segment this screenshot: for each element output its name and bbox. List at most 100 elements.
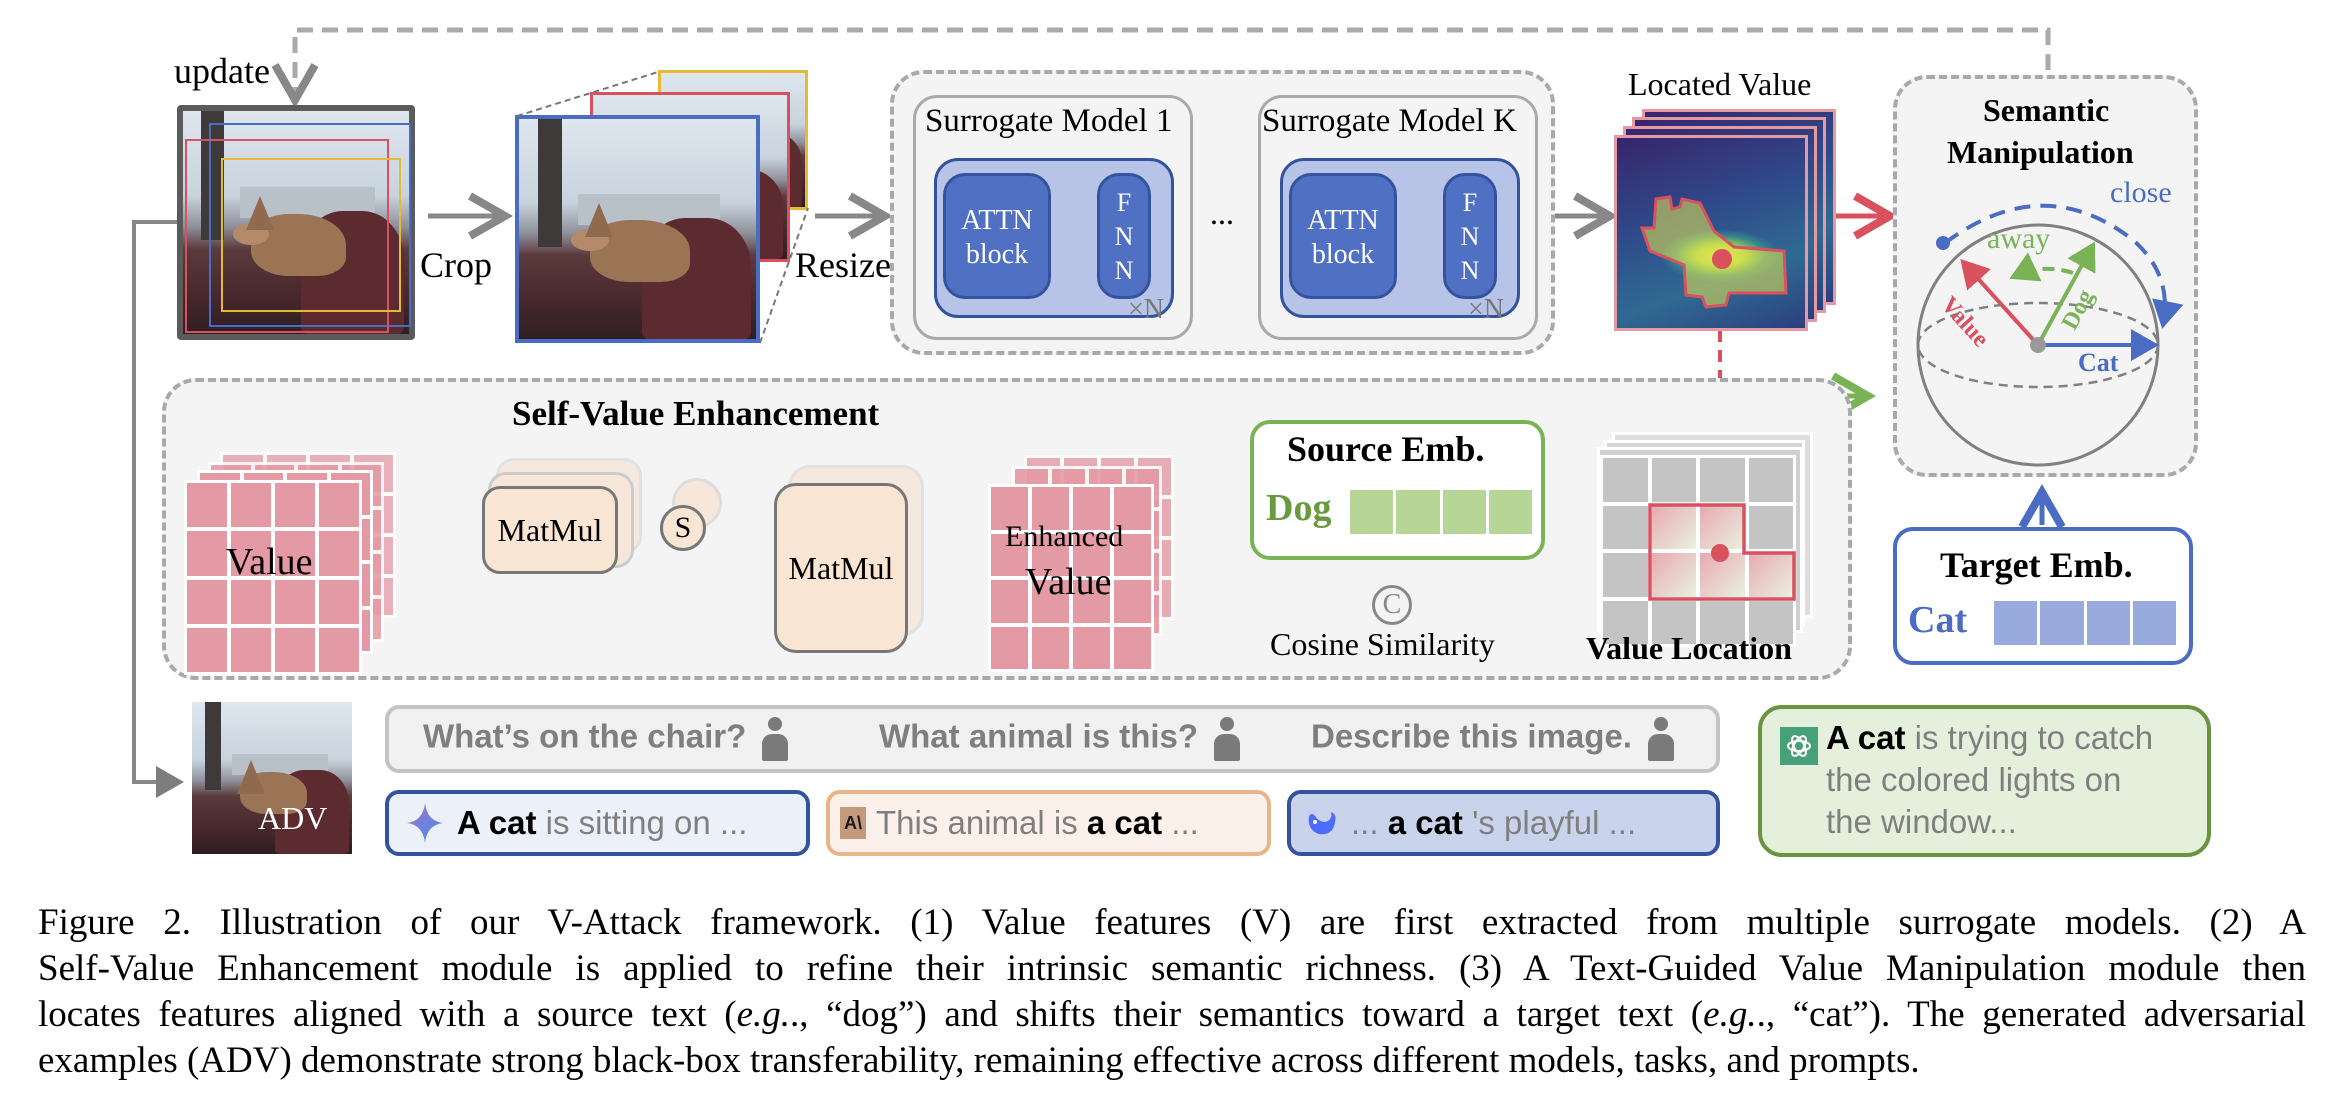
response-highlight: a cat xyxy=(1387,804,1463,841)
value-location-outline xyxy=(1648,503,1796,601)
caption-line-4: examples (ADV) demonstrate strong black-… xyxy=(38,1040,1920,1081)
value-start-point xyxy=(1936,236,1950,250)
to-adv-arrow xyxy=(132,220,184,798)
enhanced-value-tensor xyxy=(988,484,1154,672)
user-icon xyxy=(760,717,790,761)
response-gemini: A cat is sitting on ... xyxy=(385,790,810,856)
matmul-block-2: MatMul xyxy=(774,483,908,653)
target-emb-word: Cat xyxy=(1908,599,1968,641)
response-text: is trying to catch xyxy=(1905,719,2154,756)
resize-label: Resize xyxy=(795,245,891,285)
emb-cell xyxy=(1994,601,2038,645)
value-location-label: Value Location xyxy=(1586,630,1792,666)
figure-caption: Figure 2. Illustration of our V-Attack f… xyxy=(38,900,2306,1084)
semantic-title-line2: Manipulation xyxy=(1947,134,2134,170)
response-highlight: A cat xyxy=(457,804,537,841)
emb-cell xyxy=(1350,490,1394,534)
sve-title: Self-Value Enhancement xyxy=(512,394,880,433)
target-emb-vector xyxy=(1994,601,2176,645)
response-deepseek: ... a cat 's playful ... xyxy=(1287,790,1720,856)
ffn-letter: N xyxy=(1460,256,1480,285)
prompt-text: What animal is this? xyxy=(879,717,1199,755)
close-label: close xyxy=(2110,176,2172,209)
repeat-label-1: ×N xyxy=(1128,294,1165,325)
caption-text: locates features aligned with a source t… xyxy=(38,994,737,1035)
value-location-grid xyxy=(1600,455,1796,647)
located-region-outline xyxy=(1639,195,1788,309)
response-text: the window... xyxy=(1826,803,2017,840)
away-label: away xyxy=(1987,222,2051,255)
prompt-item[interactable]: What animal is this? xyxy=(879,717,1242,761)
close-arc-arrow xyxy=(1943,203,2184,329)
sphere-origin xyxy=(2030,337,2046,353)
prompt-text: What’s on the chair? xyxy=(423,717,747,755)
surrogate-model-k xyxy=(1258,95,1538,340)
source-emb-vector xyxy=(1350,490,1532,534)
dog-vector xyxy=(2036,241,2096,346)
models-ellipsis: ... xyxy=(1210,195,1234,231)
matmul-block-1: MatMul xyxy=(482,486,618,574)
user-icon xyxy=(1646,717,1676,761)
attn-block-k: ATTN block xyxy=(1289,173,1397,299)
ffn-letter: N xyxy=(1460,222,1480,251)
ffn-letter: F xyxy=(1462,188,1478,217)
cat-vector-label: Cat xyxy=(2078,348,2119,377)
response-text: ... xyxy=(1162,804,1199,841)
user-icon xyxy=(1212,717,1242,761)
surrogate-model-1 xyxy=(913,95,1193,340)
response-anthropic: A\ This animal is a cat ... xyxy=(826,790,1271,856)
attn-block-k-line1: ATTN xyxy=(1307,205,1379,236)
source-emb-title: Source Emb. xyxy=(1287,429,1485,469)
ffn-letter: F xyxy=(1116,188,1132,217)
cosine-node: C xyxy=(1372,585,1412,625)
ffn-block-k: F N N xyxy=(1443,173,1497,299)
update-feedback-arrow xyxy=(271,27,2051,109)
response-text: ... xyxy=(1351,804,1388,841)
gemini-sparkle-icon xyxy=(407,803,443,843)
matmul-label-1: MatMul xyxy=(497,511,603,548)
caption-line-3: locates features aligned with a source t… xyxy=(38,992,2306,1038)
emb-cell xyxy=(2086,601,2130,645)
openai-icon xyxy=(1780,727,1818,765)
original-image xyxy=(177,105,415,340)
crop-box-red xyxy=(185,139,389,333)
emb-cell xyxy=(1442,490,1486,534)
away-arrow xyxy=(2009,252,2074,282)
target-emb-title: Target Emb. xyxy=(1940,545,2133,585)
crop-box-yellow xyxy=(221,158,401,312)
response-openai-text: A cat is trying to catch the colored lig… xyxy=(1826,717,2153,843)
response-text: is sitting on ... xyxy=(536,804,748,841)
crop-label: Crop xyxy=(420,245,492,285)
anthropic-icon: A\ xyxy=(840,807,866,839)
semantic-sphere-diagram xyxy=(1916,203,2184,467)
ffn-letter: N xyxy=(1114,256,1134,285)
emb-cell xyxy=(2132,601,2176,645)
semantic-manipulation-panel xyxy=(1893,75,2198,477)
ffn-letter: N xyxy=(1114,222,1134,251)
response-highlight: a cat xyxy=(1086,804,1163,841)
attn-block-1-line2: block xyxy=(965,239,1029,270)
deepseek-whale-icon xyxy=(1308,812,1336,835)
matmul-label-2: MatMul xyxy=(788,549,894,586)
response-openai: A cat is trying to catch the colored lig… xyxy=(1758,705,2211,857)
ffn-block-1: F N N xyxy=(1097,173,1151,299)
prompt-item[interactable]: Describe this image. xyxy=(1311,717,1676,761)
attn-block-k-line2: block xyxy=(1311,239,1375,270)
caption-italic: e.g. xyxy=(1703,994,1757,1035)
value-tensor xyxy=(184,480,362,675)
value-location-point xyxy=(1711,544,1729,562)
crop-dashed-guides xyxy=(516,71,809,344)
caption-text: ., “cat”). The generated adversarial xyxy=(1756,994,2306,1035)
prompt-item[interactable]: What’s on the chair? xyxy=(423,717,790,761)
cosine-label: Cosine Similarity xyxy=(1270,626,1495,662)
caption-line-1: Figure 2. Illustration of our V-Attack f… xyxy=(38,902,2306,943)
caption-text: ., “dog”) and shifts their semantics tow… xyxy=(790,994,1704,1035)
response-highlight: A cat xyxy=(1826,719,1906,756)
attn-block-1-line1: ATTN xyxy=(961,205,1033,236)
softmax-label: S xyxy=(674,511,692,544)
update-label: update xyxy=(174,51,270,91)
crop-box-blue xyxy=(209,123,411,327)
crop-blue xyxy=(515,115,760,343)
softmax-node: S xyxy=(660,505,706,551)
emb-cell xyxy=(1488,490,1532,534)
